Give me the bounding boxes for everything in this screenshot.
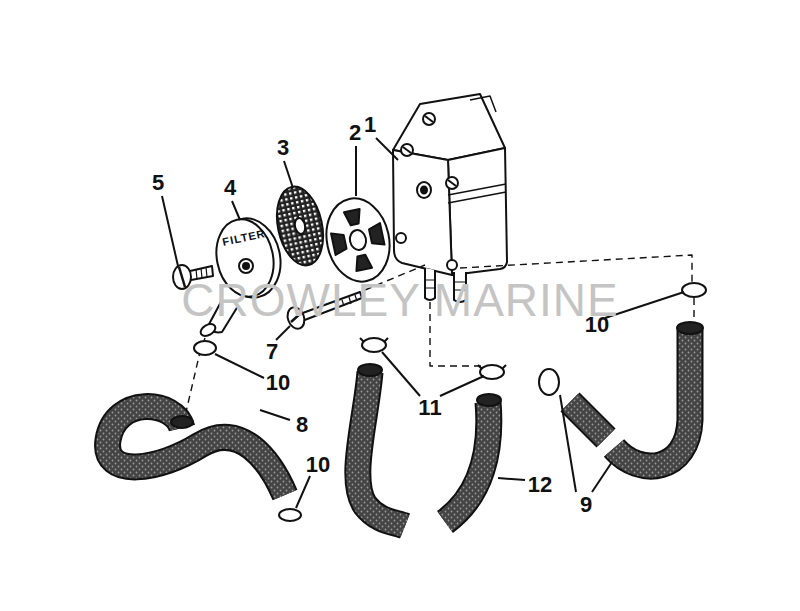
callout-number: 2 xyxy=(349,122,361,144)
callout-number: 8 xyxy=(296,414,308,436)
callout-number: 11 xyxy=(418,397,441,419)
callout-number: 3 xyxy=(277,137,289,159)
callout-number: 1 xyxy=(364,114,376,136)
leader-line xyxy=(162,138,684,508)
callout-number: 7 xyxy=(266,341,278,363)
callout-number: 4 xyxy=(224,177,236,199)
callout-number: 9 xyxy=(580,494,592,516)
callout-number: 10 xyxy=(585,314,609,336)
callout-number: 5 xyxy=(152,172,164,194)
callout-number: 10 xyxy=(306,454,330,476)
callout-number: 12 xyxy=(528,474,552,496)
watermark: CROWLEY MARINE xyxy=(181,277,618,323)
callout-number: 10 xyxy=(266,372,290,394)
diaphragm-plate xyxy=(319,192,397,287)
fuel-hose xyxy=(108,322,703,526)
